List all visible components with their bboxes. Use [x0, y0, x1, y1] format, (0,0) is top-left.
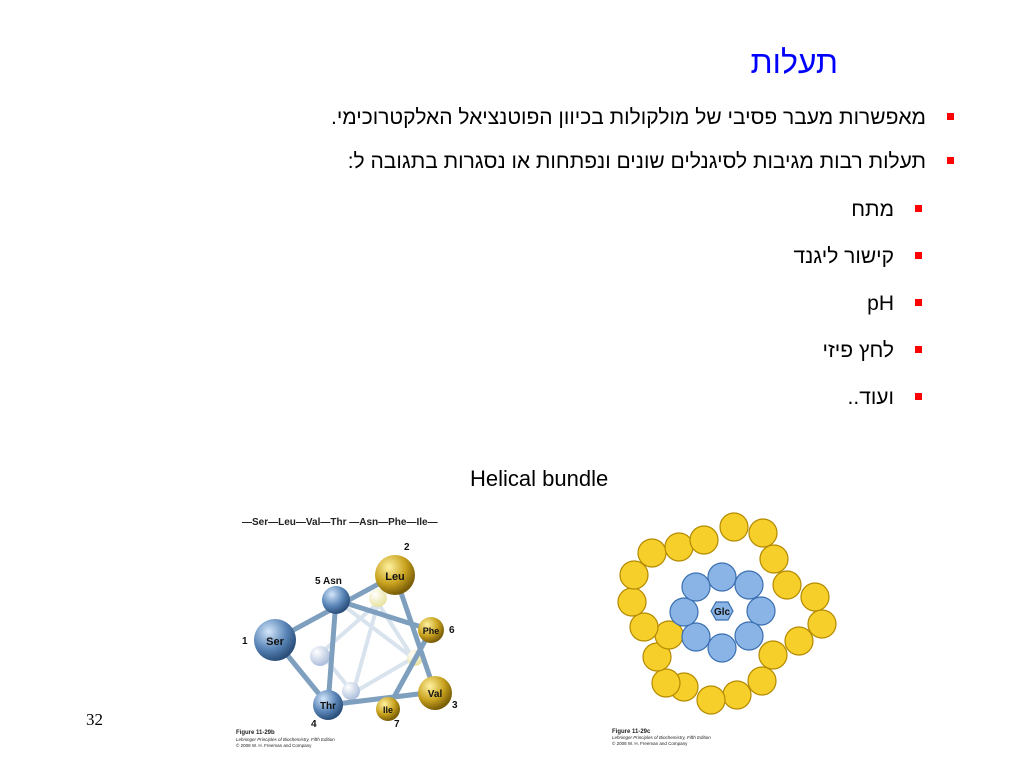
slide-title: תעלות: [750, 44, 838, 80]
residue-number: 4: [311, 719, 317, 730]
sequence-text: —Ser—Leu—Val—Thr —Asn—Phe—Ile—: [242, 517, 438, 528]
residue-ball: [375, 555, 415, 595]
residue-ball: [418, 676, 452, 710]
residue-label: Ile: [383, 705, 393, 715]
bullet-item: מאפשרות מעבר פסיבי של מולקולות בכיוון הפ…: [54, 104, 954, 148]
residue-ball: [310, 646, 330, 666]
sub-bullet-item: pH: [54, 290, 954, 337]
bullet-square-icon: [947, 113, 954, 120]
figure-label: Figure 11-29c: [612, 729, 651, 735]
sub-bullet-item: ועוד..: [54, 384, 954, 431]
sub-bullet-text: קישור ליגנד: [793, 245, 894, 268]
residue-ball: [418, 617, 444, 643]
figure-copyright: © 2008 W. H. Freeman and Company: [236, 742, 312, 748]
sub-bullet-text: ועוד..: [847, 386, 894, 409]
glucose-label: Glc: [714, 607, 731, 618]
sub-bullet-text: לחץ פיזי: [822, 339, 894, 362]
residue-ball: [369, 589, 387, 607]
figure-copyright: © 2008 W. H. Freeman and Company: [612, 740, 688, 746]
bullet-square-icon: [915, 205, 922, 212]
bullet-square-icon: [947, 157, 954, 164]
residue-number: 5 Asn: [315, 576, 342, 587]
sub-bullet-item: מתח: [54, 196, 954, 243]
sub-bullet-text: pH: [867, 292, 894, 315]
bullet-square-icon: [915, 346, 922, 353]
sub-bullet-item: לחץ פיזי: [54, 337, 954, 384]
residue-number: 1: [242, 636, 248, 647]
sub-bullet-text: מתח: [851, 198, 894, 221]
bullet-square-icon: [915, 252, 922, 259]
sub-bullet-item: קישור ליגנד: [54, 243, 954, 290]
figure-book: Lehninger Principles of Biochemistry, Fi…: [612, 735, 711, 740]
bullet-item: תעלות רבות מגיבות לסיגנלים שונים ונפתחות…: [54, 148, 954, 196]
residue-label: Phe: [423, 626, 440, 636]
residue-ball: [254, 619, 296, 661]
figure-caption: Helical bundle: [470, 466, 609, 491]
residue-ball: [376, 697, 400, 721]
residue-number: 3: [452, 700, 458, 711]
residue-label: Val: [428, 689, 443, 700]
residue-label: Leu: [385, 571, 405, 583]
residue-label: Thr: [320, 701, 336, 712]
helical-wheel-figure: —Ser—Leu—Val—Thr —Asn—Phe—Ile— Ser Leu V…: [236, 517, 458, 748]
residue-label: Ser: [266, 636, 284, 648]
residue-ball: [342, 682, 360, 700]
residue-number: 6: [449, 625, 455, 636]
bullet-square-icon: [915, 299, 922, 306]
page-number: 32: [86, 710, 103, 729]
residue-number: 7: [394, 719, 400, 730]
bullet-text: תעלות רבות מגיבות לסיגנלים שונים ונפתחות…: [347, 150, 926, 173]
residue-number: 2: [404, 542, 410, 553]
bullet-list: מאפשרות מעבר פסיבי של מולקולות בכיוון הפ…: [54, 104, 954, 431]
helical-bundle-figure: Glc Figure 11-29c Lehninger Principles o…: [612, 512, 837, 746]
blue-circles: [669, 562, 776, 663]
figure-label: Figure 11-29b: [236, 730, 275, 736]
yellow-circles: [617, 512, 837, 715]
figure-book: Lehninger Principles of Biochemistry, Fi…: [236, 737, 335, 742]
residue-ball: [313, 690, 343, 720]
residue-ball: [322, 586, 350, 614]
glucose-hexagon-icon: [710, 601, 734, 621]
bullet-square-icon: [915, 393, 922, 400]
bullet-text: מאפשרות מעבר פסיבי של מולקולות בכיוון הפ…: [330, 106, 926, 129]
